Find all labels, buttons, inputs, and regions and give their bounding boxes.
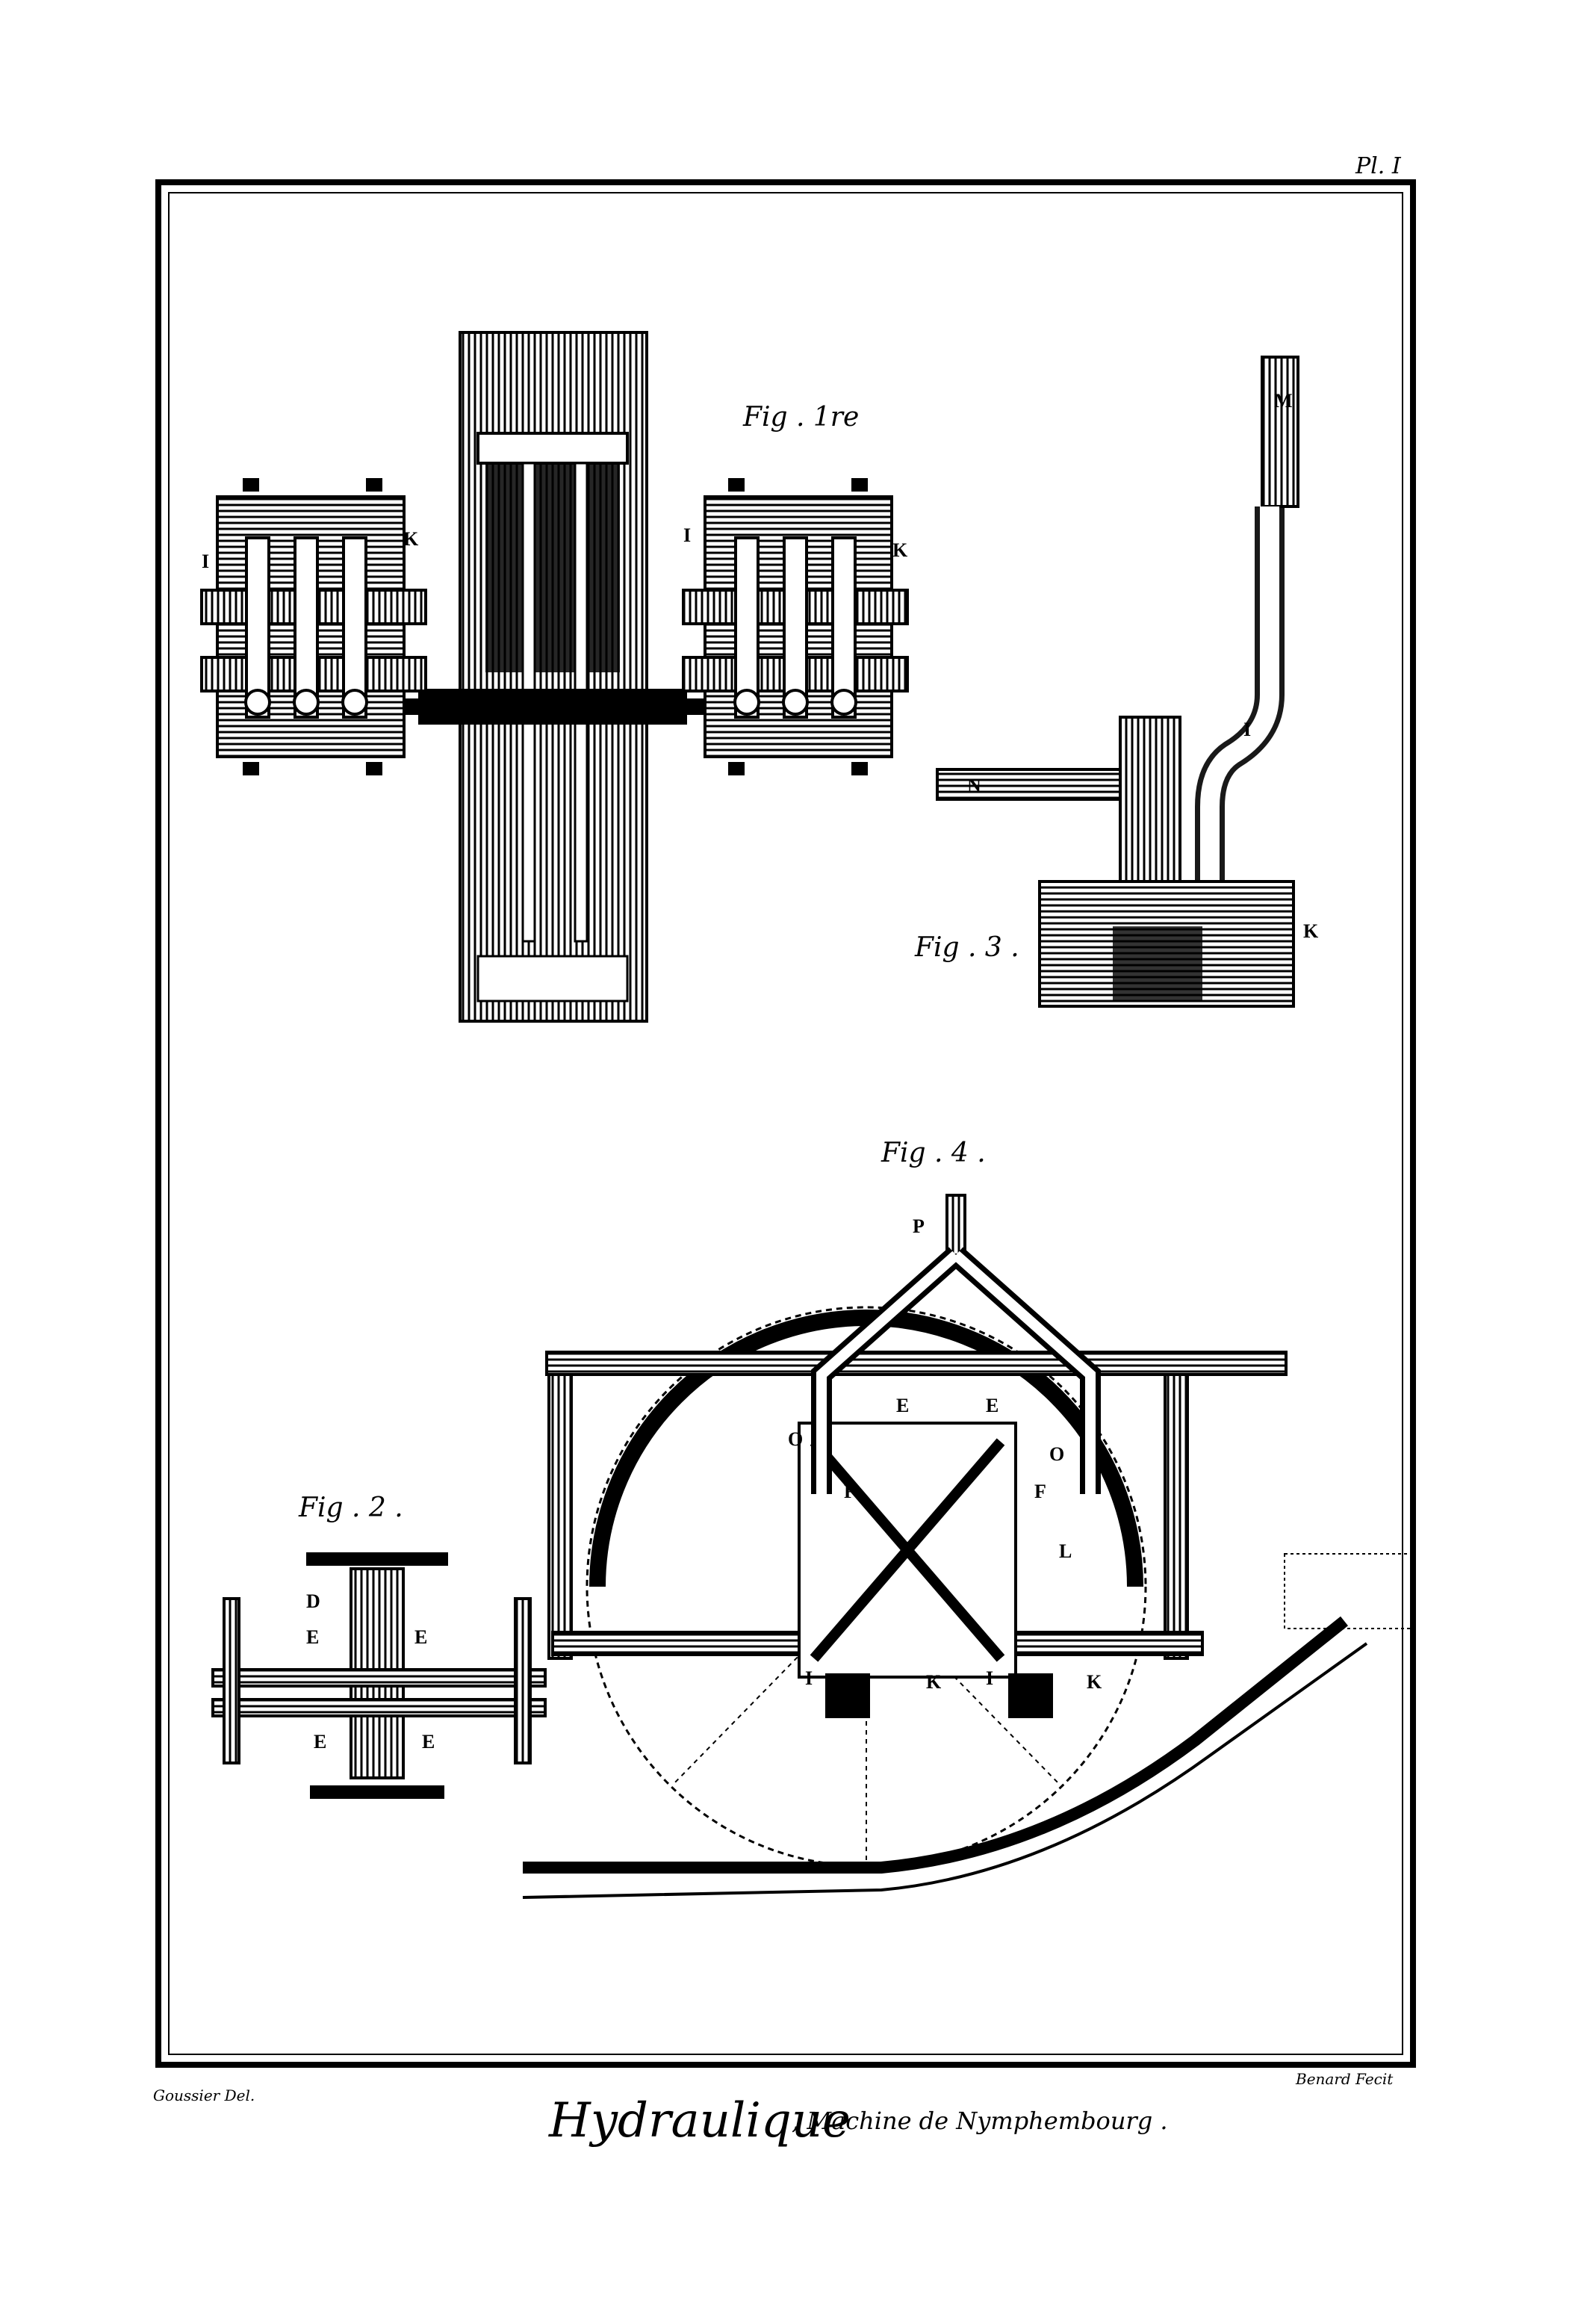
label: O [788,1428,803,1450]
axle [381,689,724,725]
plate-number: Pl. I [1355,153,1402,179]
label: E [314,1731,326,1753]
label: E [986,1395,999,1416]
label: D [306,1590,320,1612]
label: N [967,775,981,796]
label: K [926,1671,942,1693]
figure-1-caption: Fig . 1re [742,402,859,433]
label: K [1087,1671,1102,1693]
plate-title: Hydraulique [548,2093,851,2148]
label: F [844,1481,856,1502]
left-pump-box: I K [200,478,427,775]
label: E [306,1626,319,1648]
figure-4: Fig . 4 . P [522,1138,1412,1899]
figure-4-caption: Fig . 4 . [881,1138,986,1168]
label: L [1059,1540,1072,1562]
engraver-credit: Benard Fecit [1295,2070,1394,2088]
label: F [1034,1481,1046,1502]
label: K [892,539,908,561]
label: I [986,1667,993,1689]
label: I [683,524,691,546]
label: I [1243,719,1251,740]
figure-2: Fig . 2 . D E E E E [211,1493,547,1799]
label: M [1274,390,1293,412]
rising-pipes [811,1194,1101,1494]
water-channel [459,331,648,1023]
draftsman-credit: Goussier Del. [153,2086,255,2104]
plate-subtitle: , Machine de Nymphembourg . [792,2107,1168,2135]
label: E [414,1626,427,1648]
label: E [422,1731,435,1753]
label: I [202,551,209,572]
figure-1: Fig . 1re I K [200,331,909,1023]
label: K [403,528,419,550]
label: E [896,1395,909,1416]
figure-3: Fig . 3 . M I N K [914,356,1319,1008]
label: P [913,1215,925,1237]
ground-and-channel [522,1553,1412,1899]
figure-2-caption: Fig . 2 . [298,1493,403,1523]
label: O [1049,1443,1064,1465]
label: I [805,1667,813,1689]
plate-frame [155,179,1416,2068]
label: K [1303,920,1319,942]
figure-3-caption: Fig . 3 . [914,932,1019,963]
right-pump-box: I K [682,478,909,775]
wheel-frame [545,1351,1288,1718]
